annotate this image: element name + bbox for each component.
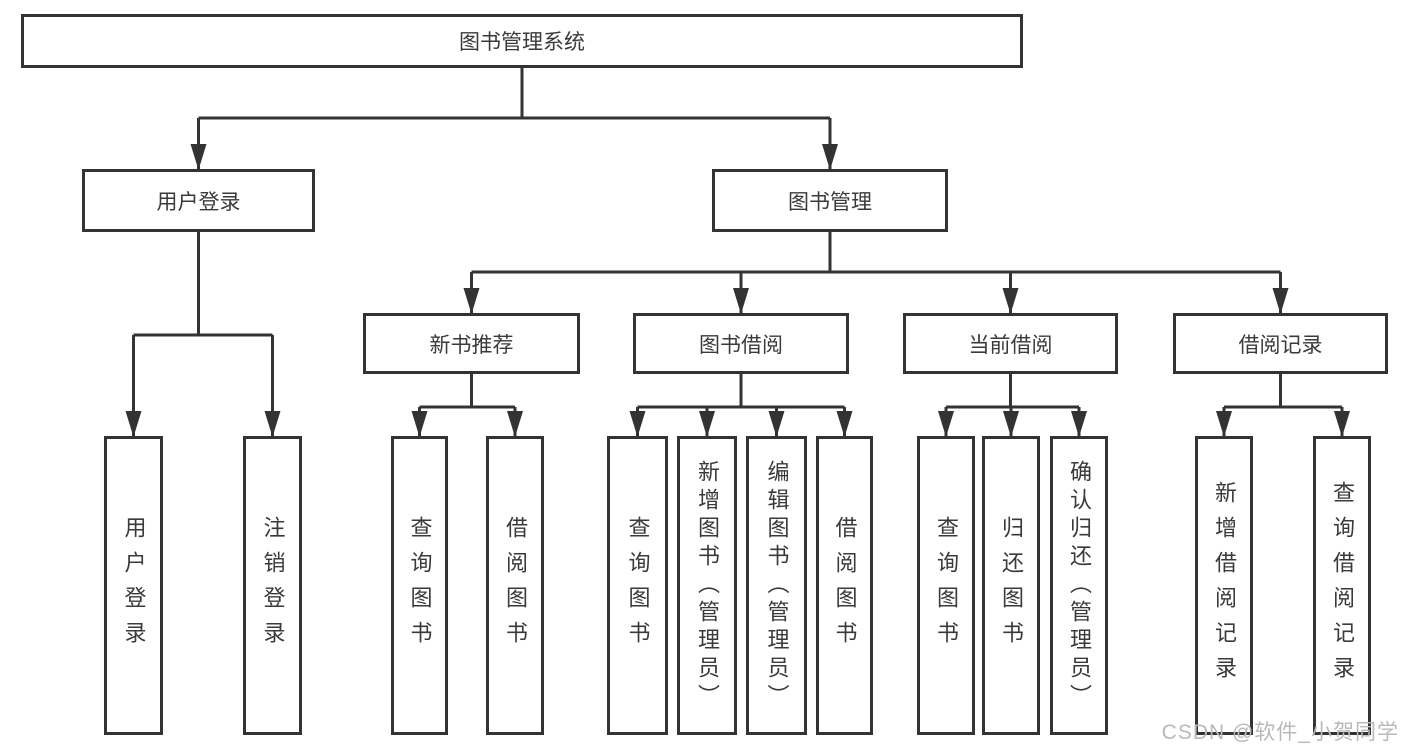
leaf-recommend-query-books: 查询图书 [391, 436, 448, 735]
leaf-add-borrowing-record: 新增借阅记录 [1195, 436, 1253, 735]
node-borrowing-records: 借阅记录 [1173, 313, 1388, 374]
leaf-recommend-borrow-books: 借阅图书 [486, 436, 544, 735]
leaf-query-borrowing-record: 查询借阅记录 [1313, 436, 1371, 735]
leaf-add-books-admin: 新增图书（管理员） [677, 436, 737, 735]
leaf-return-books: 归还图书 [982, 436, 1040, 735]
node-current-borrowing: 当前借阅 [903, 313, 1118, 374]
leaf-current-query-books: 查询图书 [917, 436, 975, 735]
node-root-system: 图书管理系统 [21, 14, 1023, 68]
csdn-watermark: CSDN @软件_小贺同学 [1161, 721, 1399, 744]
connector-lines [125, 68, 1350, 437]
leaf-user-login: 用户登录 [104, 436, 163, 735]
node-book-management: 图书管理 [712, 169, 948, 232]
node-book-borrowing: 图书借阅 [633, 313, 849, 374]
leaf-edit-books-admin: 编辑图书（管理员） [746, 436, 807, 735]
leaf-logout: 注销登录 [243, 436, 302, 735]
leaf-borrowing-query-books: 查询图书 [607, 436, 668, 735]
node-new-book-recommendation: 新书推荐 [363, 313, 580, 374]
leaf-confirm-return-admin: 确认归还（管理员） [1050, 436, 1108, 735]
node-user-login: 用户登录 [82, 169, 315, 232]
leaf-borrowing-borrow-books: 借阅图书 [816, 436, 873, 735]
